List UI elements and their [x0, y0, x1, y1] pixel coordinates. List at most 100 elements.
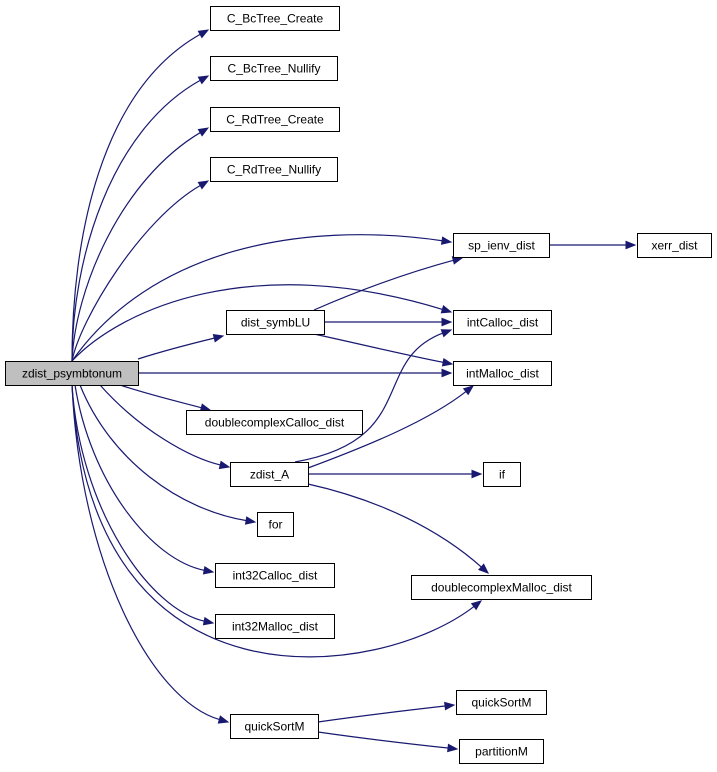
edge-zdist_psymbtonum-to-for: [79, 384, 257, 525]
node-doublecomplexmalloc-dist[interactable]: doublecomplexMalloc_dist: [411, 575, 592, 600]
edge-line: [313, 333, 445, 364]
edge-line: [71, 33, 202, 362]
edge-line: [137, 337, 216, 360]
node-label: zdist_psymbtonum: [22, 367, 122, 381]
edge-line: [317, 731, 450, 749]
edge-line: [294, 332, 444, 463]
node-label: sp_ienv_dist: [468, 239, 535, 253]
node-box: [5, 361, 139, 386]
edge-arrowhead: [197, 180, 210, 190]
node-label: zdist_A: [250, 468, 289, 482]
edge-arrowhead: [441, 368, 453, 378]
edge-zdist_A-to-intCalloc_dist: [294, 329, 453, 463]
edge-arrowhead: [244, 516, 257, 525]
node-c-rdtree-create[interactable]: C_RdTree_Create: [210, 107, 340, 132]
edge-line: [71, 184, 202, 362]
edge-line: [71, 79, 202, 362]
edge-zdist_A-to-intMalloc_dist: [307, 385, 475, 469]
node-for[interactable]: for: [257, 512, 294, 537]
node-zdist-a[interactable]: zdist_A: [230, 462, 309, 487]
edge-zdist_psymbtonum-to-doublecomplexMalloc_dist: [71, 384, 483, 658]
edge-dist_symbLU-to-intCalloc_dist: [324, 317, 453, 327]
node-label: for: [268, 518, 282, 532]
node-label: C_BcTree_Nullify: [228, 62, 321, 76]
edge-arrowhead: [470, 600, 483, 611]
node-box: [230, 714, 319, 739]
node-c-rdtree-nullify[interactable]: C_RdTree_Nullify: [210, 157, 338, 182]
node-int32calloc-dist[interactable]: int32Calloc_dist: [215, 563, 335, 588]
edge-quickSortM-to-quickSortM_callee: [317, 701, 456, 723]
node-label: quickSortM: [471, 696, 531, 710]
edge-dist_symbLU-to-sp_ienv_dist: [313, 256, 464, 311]
node-box: [459, 739, 544, 764]
node-label: doublecomplexMalloc_dist: [431, 581, 572, 595]
edge-arrowhead: [441, 357, 454, 367]
edge-zdist_psymbtonum-to-C_BcTree_Create: [71, 29, 210, 362]
edge-arrowhead: [444, 701, 456, 711]
edge-zdist_psymbtonum-to-zdist_A: [99, 384, 231, 470]
edge-line: [307, 390, 468, 469]
edge-quickSortM-to-partitionM: [317, 731, 459, 753]
node-label: C_RdTree_Create: [226, 113, 324, 127]
node-partitionm[interactable]: partitionM: [459, 739, 544, 764]
node-intmalloc-dist[interactable]: intMalloc_dist: [453, 361, 552, 386]
edge-arrowhead: [441, 317, 453, 327]
node-sp-ienv-dist[interactable]: sp_ienv_dist: [453, 233, 550, 258]
edge-arrowhead: [202, 616, 215, 626]
edge-zdist_A-to-if: [308, 469, 483, 479]
node-box: [453, 233, 550, 258]
node-xerr-dist[interactable]: xerr_dist: [637, 233, 712, 258]
edge-line: [71, 234, 444, 362]
node-box: [456, 690, 547, 715]
call-graph-nodes: zdist_psymbtonum C_BcTree_CreateC_BcTree_…: [5, 6, 712, 764]
node-dist-symblu[interactable]: dist_symbLU: [226, 310, 325, 335]
edge-arrowhead: [471, 469, 483, 479]
edge-zdist_psymbtonum-to-C_RdTree_Create: [71, 127, 210, 362]
node-int32malloc-dist[interactable]: int32Malloc_dist: [215, 614, 335, 639]
node-label: if: [499, 468, 506, 482]
edge-line: [79, 384, 248, 522]
node-doublecomplexcalloc-dist[interactable]: doublecomplexCalloc_dist: [186, 410, 363, 435]
node-label: quickSortM: [244, 720, 304, 734]
node-box: [226, 310, 325, 335]
node-label: intCalloc_dist: [467, 316, 539, 330]
edge-line: [74, 384, 206, 572]
node-box: [210, 107, 340, 132]
node-c-bctree-nullify[interactable]: C_BcTree_Nullify: [210, 56, 338, 81]
edge-line: [71, 131, 202, 362]
node-intcalloc-dist[interactable]: intCalloc_dist: [453, 310, 552, 335]
edge-line: [99, 384, 222, 466]
node-box: [210, 56, 338, 81]
node-label: dist_symbLU: [241, 316, 310, 330]
node-zdist-psymbtonum[interactable]: zdist_psymbtonum: [5, 361, 139, 386]
edge-dist_symbLU-to-intMalloc_dist: [313, 333, 454, 367]
node-label: int32Calloc_dist: [233, 569, 318, 583]
node-box: [210, 6, 340, 31]
edge-arrowhead: [440, 236, 453, 245]
node-label: xerr_dist: [651, 239, 698, 253]
node-quicksortm-callee[interactable]: quickSortM: [456, 690, 547, 715]
edge-arrowhead: [478, 563, 490, 574]
edge-line: [71, 384, 221, 721]
edge-zdist_psymbtonum-to-intCalloc_dist: [71, 284, 453, 362]
node-c-bctree-create[interactable]: C_BcTree_Create: [210, 6, 340, 31]
node-label: C_BcTree_Create: [227, 12, 324, 26]
edge-zdist_psymbtonum-to-int32Calloc_dist: [74, 384, 215, 575]
edge-arrowhead: [212, 334, 225, 343]
edge-arrowhead: [218, 460, 231, 470]
node-quicksortm[interactable]: quickSortM: [230, 714, 319, 739]
edge-zdist_psymbtonum-to-C_BcTree_Nullify: [71, 75, 210, 362]
edge-zdist_psymbtonum-to-int32Malloc_dist: [71, 384, 215, 626]
edge-arrowhead: [462, 385, 475, 396]
edge-line: [71, 384, 206, 622]
node-box: [453, 310, 552, 335]
edge-zdist_psymbtonum-to-quickSortM: [71, 384, 230, 724]
edge-arrowhead: [197, 127, 210, 137]
node-if[interactable]: if: [483, 462, 521, 487]
node-box: [637, 233, 712, 258]
node-box: [453, 361, 552, 386]
edge-arrowhead: [217, 715, 230, 724]
node-box: [186, 410, 363, 435]
edge-arrowhead: [447, 743, 459, 753]
edge-zdist_psymbtonum-to-doublecomplexCalloc_dist: [119, 384, 212, 412]
